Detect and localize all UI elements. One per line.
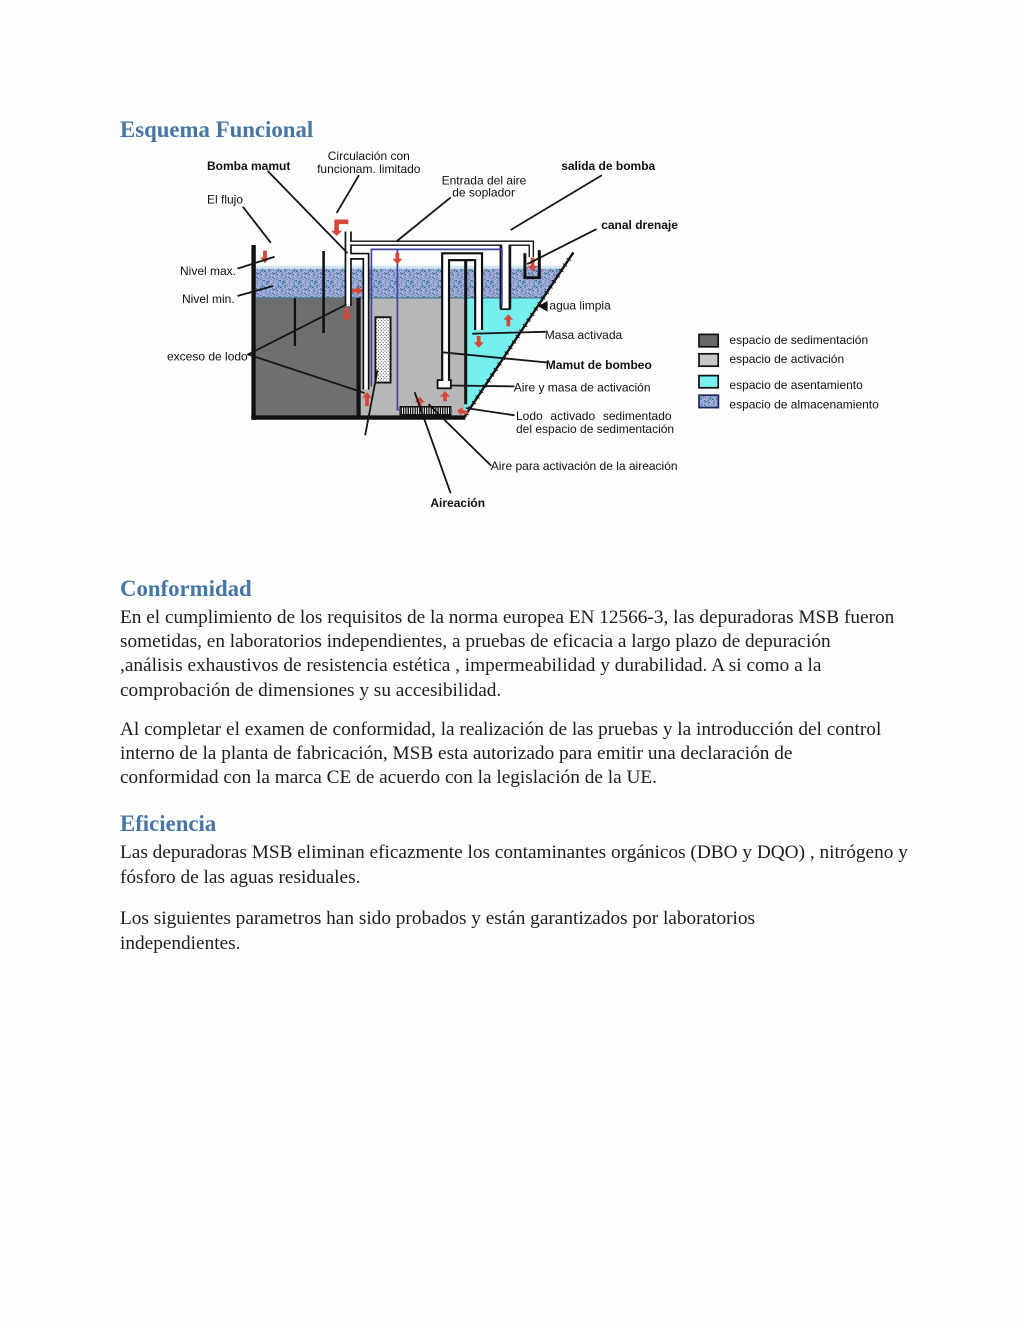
pipe-horizontal-inner	[348, 241, 533, 257]
label-exceso-lodo: exceso de lodo	[167, 350, 248, 364]
text-line: interno de la planta de fabricación, MSB…	[120, 743, 793, 765]
canal-water	[526, 266, 538, 278]
arrow-canal-down	[527, 257, 538, 272]
arrow-pump1-outlet-down	[341, 308, 352, 322]
agua-limpia-marker	[538, 300, 548, 312]
leader-nivel-max	[237, 256, 275, 270]
legend-swatch-almacenamiento	[698, 394, 720, 409]
pump-foot-joint	[443, 378, 448, 383]
label-aire-masa: Aire y masa de activación	[514, 380, 651, 394]
leader-canal-drenaje	[526, 228, 597, 265]
zone-sedimentacion	[255, 297, 360, 418]
label-salida-bomba: salida de bomba	[561, 159, 655, 173]
arrow-pump2-intake-up	[440, 391, 450, 402]
aerator	[399, 406, 452, 416]
paragraph-eficiencia-2: Los siguientes parametros han sido proba…	[120, 907, 920, 956]
leader-circulacion	[336, 174, 360, 214]
pipe-mamut-inner	[443, 254, 481, 381]
filter-column	[374, 316, 392, 384]
paragraph-conformidad-1: En el cumplimiento de los requisitos de …	[120, 606, 920, 703]
paragraph-conformidad-2: Al completar el examen de conformidad, l…	[120, 718, 920, 791]
label-entrada-1: Entrada del aire	[442, 173, 527, 187]
heading-eficiencia: Eficiencia	[120, 810, 217, 836]
label-lodo-1: Lodo activado sedimentado	[516, 409, 672, 423]
text-line: Las depuradoras MSB eliminan eficazmente…	[120, 842, 908, 864]
pipes-inner	[346, 231, 533, 390]
label-masa-activada: Masa activada	[545, 328, 623, 342]
leader-nivel-min	[237, 285, 274, 297]
legend-swatch-asentamiento	[698, 374, 720, 389]
text-line: conformidad con la marca CE de acuerdo c…	[120, 767, 657, 789]
tank-shell	[251, 245, 575, 420]
leader-bomba-mamut	[267, 170, 348, 254]
arrow-airline-down	[392, 252, 403, 265]
heading-esquema-funcional: Esquema Funcional	[120, 116, 314, 142]
legend-label-sedimentacion: espacio de sedimentación	[729, 333, 868, 347]
label-nivel-max: Nivel max.	[180, 264, 236, 278]
functional-diagram: Bomba mamut Circulación con funcionam. l…	[167, 149, 879, 510]
arrow-circulation-head	[331, 228, 343, 236]
heading-conformidad: Conformidad	[120, 575, 252, 601]
air-lines	[370, 248, 503, 411]
legend-swatch-activacion	[698, 352, 720, 368]
paragraph-eficiencia-1: Las depuradoras MSB eliminan eficazmente…	[120, 841, 920, 890]
label-aire-para: Aire para activación de la aireación	[491, 459, 678, 473]
label-bomba-mamut: Bomba mamut	[207, 159, 290, 173]
arrow-aerator-up	[414, 396, 425, 406]
zone-almacenamiento	[255, 268, 563, 298]
text-line: En el cumplimiento de los requisitos de …	[120, 606, 895, 628]
leader-salida-bomba	[510, 174, 603, 231]
tank-diagonal-edge	[463, 251, 575, 418]
circulation-elbow	[334, 219, 349, 229]
label-agua-limpia: agua limpia	[549, 298, 611, 312]
leader-entrada-aire	[396, 196, 452, 242]
label-canal-drenaje: canal drenaje	[601, 218, 678, 232]
text-line: Los siguientes parametros han sido proba…	[120, 908, 756, 930]
arrow-return-left	[456, 407, 469, 416]
legend-label-asentamiento: espacio de asentamiento	[729, 378, 863, 392]
text-line: Al completar el examen de conformidad, l…	[120, 718, 882, 740]
leader-el-flujo	[242, 206, 272, 244]
diagram-legend: espacio de sedimentación espacio de acti…	[698, 333, 879, 411]
arrow-pump1-intake-up	[362, 392, 372, 407]
label-lodo-2: del espacio de sedimentación	[516, 422, 674, 436]
tank-structure	[293, 251, 468, 417]
leader-mamut-bombeo	[441, 351, 547, 364]
arrow-overflow-right	[351, 285, 363, 296]
air-line-main	[370, 248, 503, 387]
legend-label-almacenamiento: espacio de almacenamiento	[729, 397, 879, 411]
pipe-bomba-inner	[348, 254, 368, 390]
diagram-labels: Bomba mamut Circulación con funcionam. l…	[167, 149, 678, 510]
text-line: comprobación de dimensiones y su accesib…	[120, 679, 502, 701]
pump-foot	[436, 378, 452, 390]
arrow-riser-up	[503, 314, 514, 327]
canal-drenaje	[523, 250, 541, 280]
label-nivel-min: Nivel min.	[182, 292, 235, 306]
text-line: ,análisis exhaustivos de resistencia est…	[120, 655, 822, 677]
leader-lines	[237, 170, 603, 494]
label-circulacion-1: Circulación con	[328, 149, 410, 163]
label-aireacion: Aireación	[430, 496, 485, 510]
text-line: sometidas, en laboratorios independiente…	[120, 631, 831, 653]
leader-aireacion	[413, 391, 452, 494]
tank-zones	[255, 265, 565, 418]
water-surface-line	[255, 265, 565, 269]
leader-aire-para	[428, 403, 492, 467]
legend-label-activacion: espacio de activación	[729, 352, 844, 366]
leader-exceso-2	[247, 353, 365, 394]
text-line: fósforo de las aguas residuales.	[120, 866, 361, 888]
leader-aire-masa	[449, 384, 515, 388]
label-el-flujo: El flujo	[207, 192, 243, 206]
leader-exceso-1	[247, 303, 347, 356]
label-entrada-2: de soplador	[452, 186, 515, 200]
legend-swatch-sedimentacion	[698, 333, 720, 348]
arrow-pump2-outlet-down	[473, 336, 484, 348]
label-mamut-bombeo: Mamut de bombeo	[546, 358, 652, 372]
leader-columna	[364, 370, 379, 436]
air-line-aerator	[396, 249, 401, 411]
text-line: independientes.	[120, 932, 241, 954]
leader-lodo-activado	[465, 407, 515, 417]
leader-masa-activada	[472, 330, 546, 335]
label-circulacion-2: funcionam. limitado	[317, 162, 421, 176]
